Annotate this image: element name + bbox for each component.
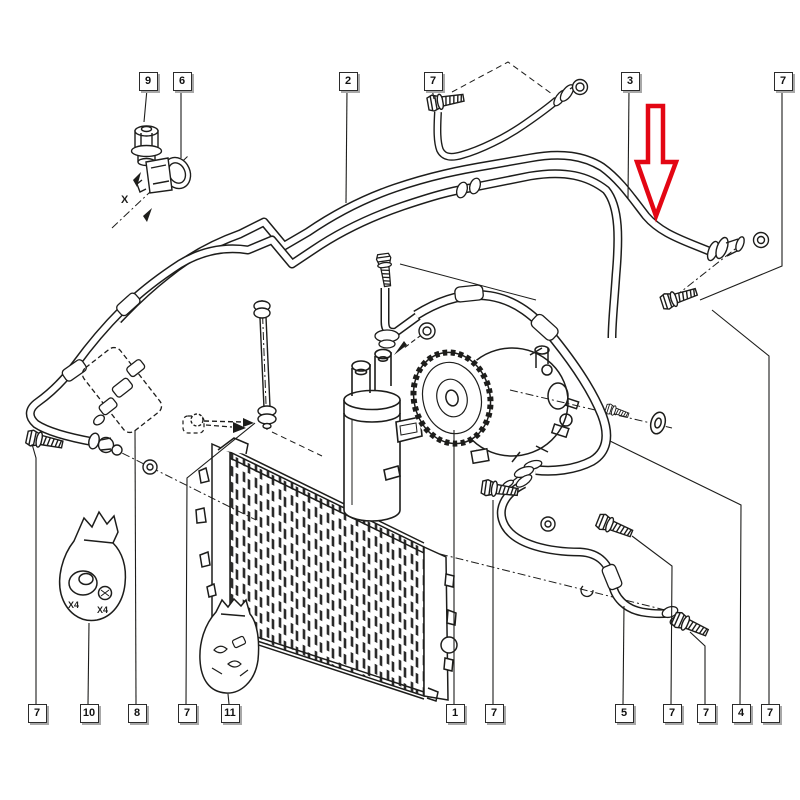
clip-kit-8 [81,346,163,434]
condenser [195,437,458,702]
callout-part-5[interactable]: 5 [614,704,634,723]
leader-line-part-7 [699,89,783,301]
callout-part-11[interactable]: 11 [220,704,240,723]
leader-line-part-5 [622,605,625,705]
callout-part-1[interactable]: 1 [445,704,465,723]
bag-quantity-label-2: X4 [97,605,108,615]
highlight-arrow [633,103,680,223]
hose-5 [496,474,683,626]
clamp-6 [133,156,192,222]
leader-line-part-7 [185,422,256,705]
compressor [410,345,673,465]
callout-part-2[interactable]: 2 [338,72,358,91]
nut-9 [130,125,163,167]
x-mark-label: X [121,194,129,206]
pipe-short-top [433,84,577,161]
callout-part-7[interactable]: 7 [662,704,682,723]
pipe-2 [25,169,623,447]
leader-line-part-8 [134,429,137,705]
callout-part-9[interactable]: 9 [138,72,158,91]
leader-line-part-7 [631,535,673,705]
stud-bolt [253,300,277,430]
callout-part-10[interactable]: 10 [79,704,99,723]
leader-line-part-3 [627,88,630,200]
callout-part-7[interactable]: 7 [27,704,47,723]
pipe-3-end-fitting [706,236,745,262]
clip-bag-11 [199,597,260,694]
callout-part-7[interactable]: 7 [696,704,716,723]
leader-line-part-7 [711,309,770,704]
leader-lines [31,88,783,705]
leader-line-part-7 [31,443,37,704]
callout-part-4[interactable]: 4 [731,704,751,723]
callout-part-7[interactable]: 7 [760,704,780,723]
callout-part-7[interactable]: 7 [773,72,793,91]
leader-line-part-4 [609,440,742,705]
callout-part-3[interactable]: 3 [620,72,640,91]
callout-part-7[interactable]: 7 [423,72,443,91]
callout-part-8[interactable]: 8 [127,704,147,723]
charge-valve [88,432,123,456]
leader-line-part-7 [689,631,706,704]
o-rings [142,78,770,532]
leader-line-part-9 [143,88,148,123]
callout-part-7[interactable]: 7 [177,704,197,723]
clip-insert-arrow [182,415,246,434]
leader-line-part-2 [345,88,348,204]
bag-quantity-label-1: X4 [68,600,79,610]
callout-part-7[interactable]: 7 [484,704,504,723]
receiver-drier [343,348,423,522]
callout-part-6[interactable]: 6 [172,72,192,91]
leader-line-part-10 [87,622,90,705]
oring-bag-10 [58,510,127,622]
pipe-3 [114,150,716,324]
leader-line-part-11 [227,693,230,705]
hose-4 [374,284,612,489]
